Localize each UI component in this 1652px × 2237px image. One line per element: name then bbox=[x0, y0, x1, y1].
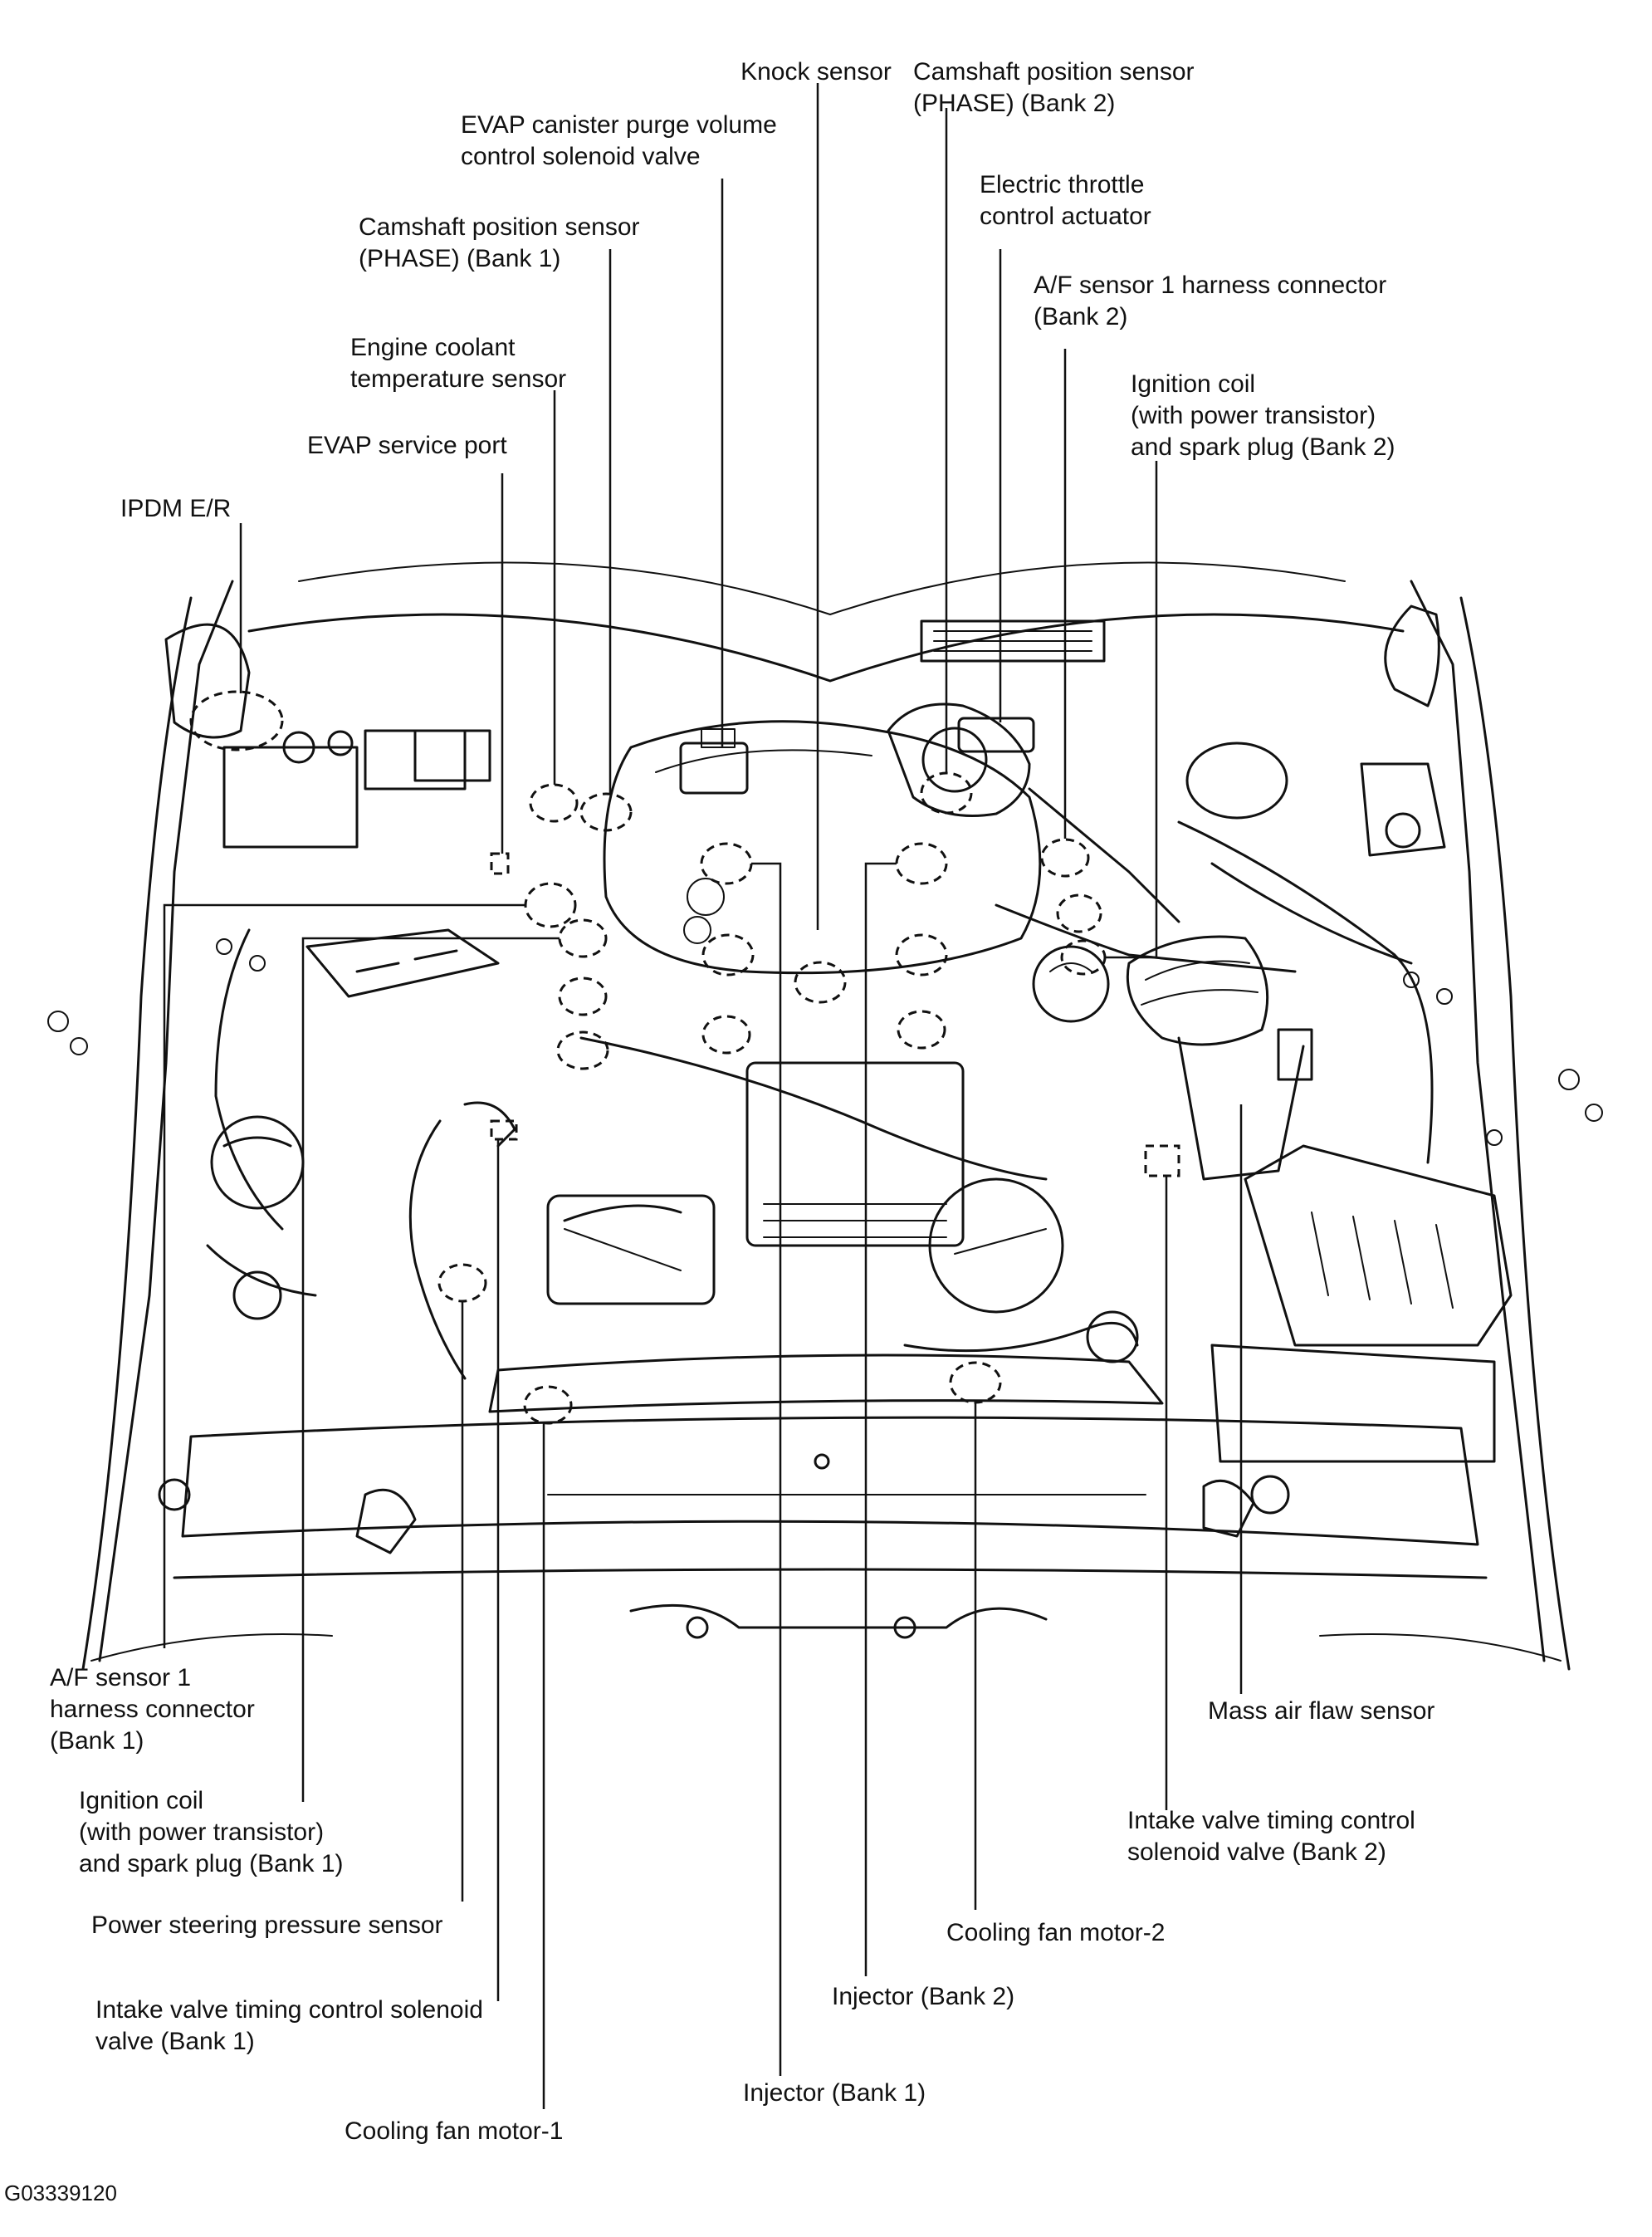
label-injector-bank2: Injector (Bank 2) bbox=[832, 1983, 1014, 2010]
marker-ect bbox=[529, 783, 579, 823]
label-intake-valve-timing-bank1: Intake valve timing control solenoid val… bbox=[95, 1996, 490, 2055]
marker-af-bank1 bbox=[524, 882, 577, 928]
marker-fan1 bbox=[523, 1385, 573, 1425]
marker-ivt-bank1 bbox=[490, 1119, 518, 1141]
label-engine-coolant-temperature-sensor: Engine coolant temperature sensor bbox=[350, 334, 566, 393]
marker-ign-bank1-b bbox=[558, 977, 608, 1016]
marker-af-bank2 bbox=[1040, 838, 1090, 878]
label-knock-sensor: Knock sensor bbox=[740, 58, 892, 86]
marker-cmp-bank1 bbox=[579, 792, 633, 832]
label-evap-canister-purge-valve: EVAP canister purge volume control solen… bbox=[461, 111, 784, 170]
marker-ipdm bbox=[189, 690, 284, 751]
label-injector-bank1: Injector (Bank 1) bbox=[743, 2079, 926, 2107]
marker-knock-c bbox=[895, 933, 948, 977]
figure-id: G03339120 bbox=[4, 2181, 117, 2205]
label-electric-throttle-control-actuator: Electric throttle control actuator bbox=[980, 171, 1151, 230]
marker-evap-port bbox=[490, 852, 510, 875]
label-power-steering-pressure-sensor: Power steering pressure sensor bbox=[91, 1911, 443, 1939]
label-cooling-fan-motor-2: Cooling fan motor-2 bbox=[946, 1919, 1165, 1946]
marker-knock-b bbox=[794, 961, 847, 1004]
label-camshaft-position-sensor-bank1: Camshaft position sensor (PHASE) (Bank 1… bbox=[359, 213, 647, 272]
marker-ign-bank2-a bbox=[1056, 893, 1102, 933]
label-ignition-coil-bank2: Ignition coil (with power transistor) an… bbox=[1131, 370, 1395, 461]
marker-knock-a bbox=[701, 933, 755, 977]
marker-ivt-bank2 bbox=[1144, 1144, 1180, 1177]
leader-lines bbox=[163, 83, 1243, 2109]
label-intake-valve-timing-bank2: Intake valve timing control solenoid val… bbox=[1127, 1807, 1422, 1866]
label-camshaft-position-sensor-bank2: Camshaft position sensor (PHASE) (Bank 2… bbox=[913, 58, 1201, 117]
marker-cmp-bank2 bbox=[920, 771, 973, 815]
component-labels: Knock sensor Camshaft position sensor (P… bbox=[4, 58, 1435, 2205]
label-af-sensor-harness-bank1: A/F sensor 1 harness connector (Bank 1) bbox=[50, 1664, 261, 1755]
label-evap-service-port: EVAP service port bbox=[307, 432, 507, 459]
label-af-sensor-harness-bank2: A/F sensor 1 harness connector (Bank 2) bbox=[1034, 272, 1394, 330]
label-ignition-coil-bank1: Ignition coil (with power transistor) an… bbox=[79, 1787, 344, 1877]
marker-inj-bank2 bbox=[895, 842, 948, 885]
marker-inj-bank1 bbox=[700, 842, 753, 885]
label-cooling-fan-motor-1: Cooling fan motor-1 bbox=[345, 2117, 563, 2145]
marker-ps-sensor bbox=[437, 1263, 487, 1303]
marker-ign-bank1-c bbox=[556, 1030, 609, 1070]
marker-ign-bank1-a bbox=[558, 918, 608, 958]
engine-bay-drawing bbox=[47, 561, 1603, 1671]
marker-center bbox=[701, 1015, 751, 1055]
marker-fan2 bbox=[949, 1361, 1002, 1404]
marker-center-2 bbox=[897, 1010, 946, 1050]
label-ipdm-er: IPDM E/R bbox=[120, 495, 231, 522]
label-mass-air-flow-sensor: Mass air flaw sensor bbox=[1208, 1697, 1435, 1725]
